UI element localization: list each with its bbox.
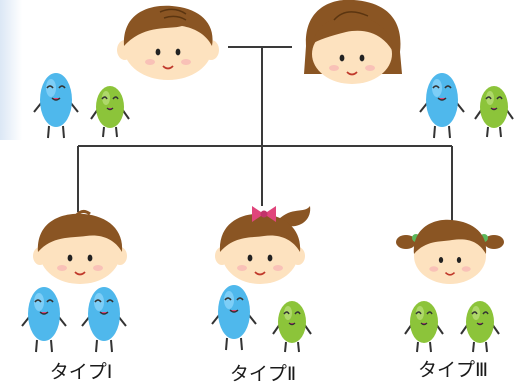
child-type1-face (33, 209, 127, 284)
mother-face (304, 0, 402, 84)
father-blue-bean (33, 72, 79, 139)
type1-beans (21, 286, 127, 353)
label-type3: タイプⅢ (417, 359, 489, 381)
type3-green-bean-1 (404, 300, 444, 353)
type2-beans (211, 284, 312, 353)
type1-blue-bean-1 (21, 286, 67, 353)
type3-green-bean-2 (460, 300, 500, 353)
mother-blue-bean (419, 72, 465, 139)
ribbon-icon (252, 206, 276, 222)
child-type2-face (215, 206, 311, 284)
mother-green-bean (474, 85, 514, 138)
father-green-bean (90, 85, 130, 138)
label-type1: タイプⅠ (49, 361, 113, 383)
father-beans (33, 72, 130, 139)
label-type2: タイプⅡ (229, 363, 297, 385)
type1-blue-bean-2 (81, 286, 127, 353)
type3-beans (404, 300, 500, 353)
type2-green-bean (272, 300, 312, 353)
type2-blue-bean (211, 284, 257, 351)
mother-beans (419, 72, 514, 139)
tree-lines (77, 46, 453, 222)
father-face (117, 5, 219, 80)
child-type3-face (396, 219, 504, 284)
